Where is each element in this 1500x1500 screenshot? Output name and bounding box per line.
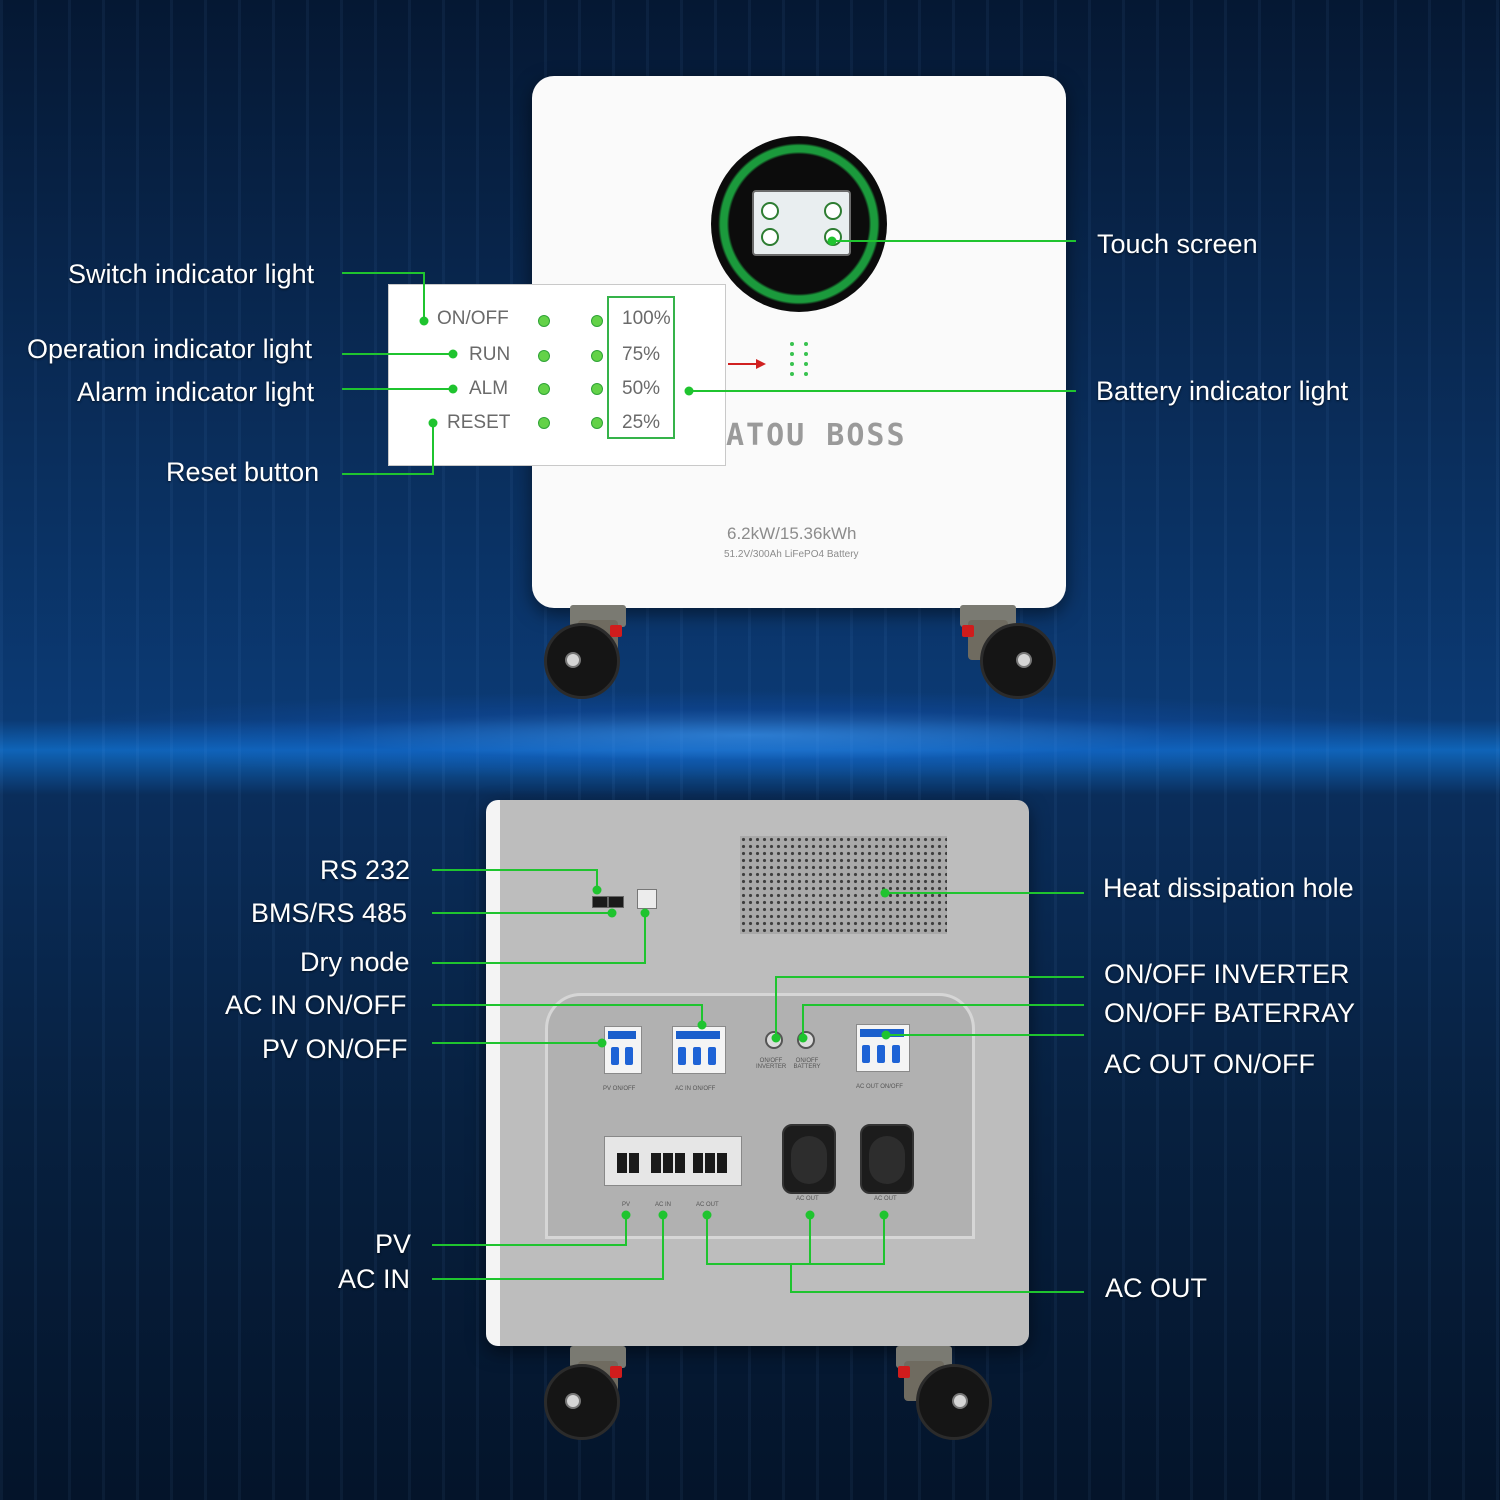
silk-onoff-inverter: ON/OFF INVERTER bbox=[756, 1058, 787, 1070]
callout-line-inverter bbox=[775, 976, 1084, 1038]
label-dry-node: Dry node bbox=[300, 947, 410, 977]
caster-wheel bbox=[540, 605, 650, 700]
label-ac-in-onoff: AC IN ON/OFF bbox=[225, 990, 407, 1020]
panel-label-alm: ALM bbox=[469, 378, 509, 399]
status-led bbox=[538, 350, 550, 362]
callout-line-acin-onoff bbox=[432, 1004, 703, 1025]
label-ac-out: AC OUT bbox=[1105, 1273, 1208, 1303]
label-onoff-battery: ON/OFF BATERRAY bbox=[1104, 998, 1356, 1028]
bms-rs485-port[interactable] bbox=[608, 896, 624, 908]
status-led bbox=[538, 417, 550, 429]
gauge-icon bbox=[824, 202, 842, 220]
status-led bbox=[538, 383, 550, 395]
label-rs232: RS 232 bbox=[320, 855, 411, 885]
silk-ac-out-socket-2: AC OUT bbox=[874, 1196, 897, 1202]
callout-line-dry bbox=[432, 913, 646, 964]
caster-wheel bbox=[886, 1346, 996, 1441]
pv-breaker[interactable] bbox=[604, 1026, 642, 1074]
background-glow bbox=[0, 690, 1500, 780]
callout-line-reset bbox=[342, 423, 434, 475]
brand-logo: ATOU BOSS bbox=[726, 418, 907, 453]
label-switch-indicator: Switch indicator light bbox=[68, 259, 315, 289]
silk-ac-in: AC IN bbox=[655, 1202, 672, 1208]
silk-ac-out-onoff: AC OUT ON/OFF bbox=[856, 1084, 903, 1090]
callout-line-rs232 bbox=[432, 869, 598, 890]
mini-indicator-leds bbox=[762, 340, 832, 378]
callout-line-acout bbox=[790, 1264, 1084, 1293]
label-reset-button: Reset button bbox=[166, 457, 320, 487]
callout-line-acin bbox=[432, 1215, 664, 1280]
silk-pv-onoff: PV ON/OFF bbox=[603, 1086, 636, 1092]
gauge-icon bbox=[761, 228, 779, 246]
panel-pct-75: 75% bbox=[622, 344, 661, 365]
label-touch-screen: Touch screen bbox=[1097, 229, 1258, 259]
battery-led bbox=[591, 383, 603, 395]
indicator-zoom-panel bbox=[388, 284, 726, 466]
silk-onoff-battery: ON/OFF BATTERY bbox=[793, 1058, 821, 1070]
ac-out-socket[interactable] bbox=[782, 1124, 836, 1194]
label-ac-in: AC IN bbox=[338, 1264, 411, 1294]
ac-out-socket[interactable] bbox=[860, 1124, 914, 1194]
silk-ac-out-term: AC OUT bbox=[696, 1202, 719, 1208]
battery-level-box bbox=[607, 296, 675, 439]
label-heat-hole: Heat dissipation hole bbox=[1103, 873, 1354, 903]
battery-led bbox=[591, 417, 603, 429]
callout-line-acout-join bbox=[706, 1215, 885, 1265]
panel-label-run: RUN bbox=[469, 344, 511, 365]
silk-ac-in-onoff: AC IN ON/OFF bbox=[675, 1086, 716, 1092]
heat-dissipation-vent bbox=[740, 836, 947, 934]
panel-pct-25: 25% bbox=[622, 412, 661, 433]
panel-label-onoff: ON/OFF bbox=[437, 308, 509, 329]
label-onoff-inverter: ON/OFF INVERTER bbox=[1104, 959, 1350, 989]
panel-pct-50: 50% bbox=[622, 378, 661, 399]
label-battery-indicator: Battery indicator light bbox=[1096, 376, 1349, 406]
dry-node-terminal[interactable] bbox=[637, 889, 657, 909]
label-ac-out-onoff: AC OUT ON/OFF bbox=[1104, 1049, 1316, 1079]
label-operation-indicator: Operation indicator light bbox=[27, 334, 313, 364]
callout-line-battery-switch bbox=[802, 1004, 1084, 1038]
callout-line-switch bbox=[342, 272, 425, 321]
battery-led bbox=[591, 350, 603, 362]
spec-battery: 51.2V/300Ah LiFePO4 Battery bbox=[724, 549, 859, 560]
spec-power: 6.2kW/15.36kWh bbox=[727, 524, 857, 543]
rs232-port[interactable] bbox=[592, 896, 608, 908]
panel-label-reset[interactable]: RESET bbox=[447, 412, 511, 433]
panel-pct-100: 100% bbox=[622, 308, 671, 329]
status-led bbox=[538, 315, 550, 327]
label-pv: PV bbox=[375, 1229, 412, 1259]
terminal-block bbox=[604, 1136, 742, 1186]
label-pv-onoff: PV ON/OFF bbox=[262, 1034, 408, 1064]
ac-in-breaker[interactable] bbox=[672, 1026, 726, 1074]
caster-wheel bbox=[950, 605, 1060, 700]
caster-wheel bbox=[540, 1346, 650, 1441]
label-bms-rs485: BMS/RS 485 bbox=[251, 898, 408, 928]
silk-ac-out-socket-1: AC OUT bbox=[796, 1196, 819, 1202]
silk-pv: PV bbox=[622, 1202, 631, 1208]
label-alarm-indicator: Alarm indicator light bbox=[77, 377, 315, 407]
callout-line-pv bbox=[432, 1215, 627, 1246]
battery-led bbox=[591, 315, 603, 327]
red-arrow-icon bbox=[728, 359, 766, 369]
touch-screen[interactable] bbox=[752, 190, 851, 256]
gauge-icon bbox=[761, 202, 779, 220]
